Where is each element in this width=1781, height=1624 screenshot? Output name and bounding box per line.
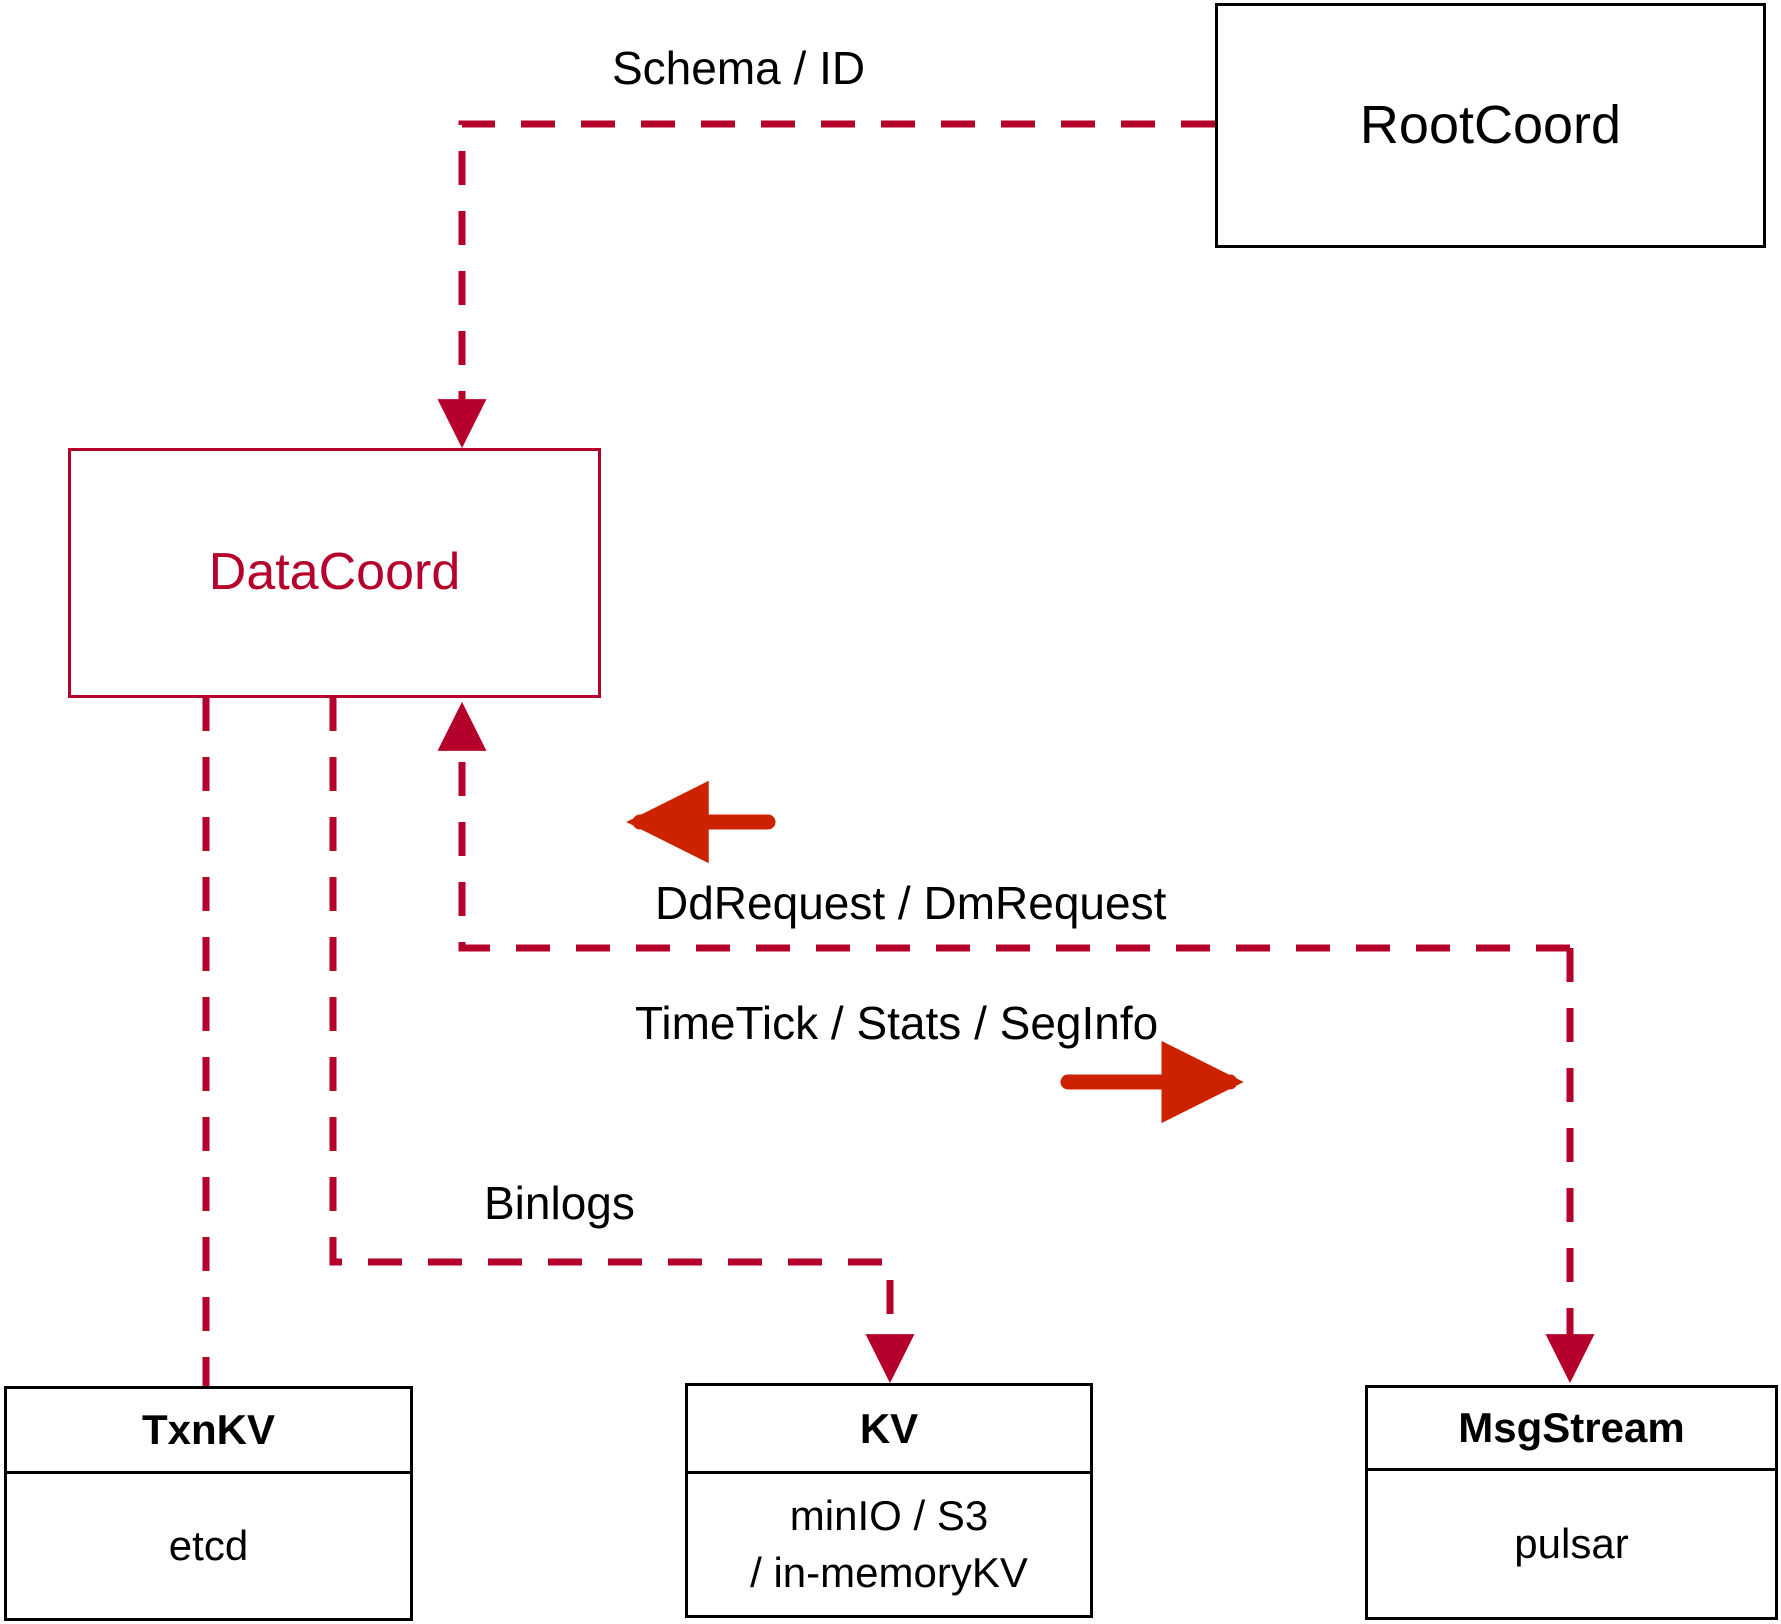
node-rootcoord-label: RootCoord (1359, 94, 1622, 155)
node-msgstream[interactable]: MsgStream pulsar (1365, 1385, 1778, 1620)
node-kv[interactable]: KV minIO / S3 / in-memoryKV (685, 1383, 1093, 1618)
edge-label-schema-id: Schema / ID (612, 42, 866, 94)
node-msgstream-header: MsgStream (1368, 1388, 1775, 1471)
node-datacoord-label: DataCoord (208, 543, 461, 602)
edge-timetick-to-datacoord (437, 701, 1570, 952)
edge-binlogs (329, 697, 915, 1384)
node-txnkv[interactable]: TxnKV etcd (4, 1386, 413, 1621)
node-kv-body: minIO / S3 / in-memoryKV (688, 1474, 1090, 1615)
edge-label-dd-dm-request: DdRequest / DmRequest (655, 877, 1167, 929)
edge-label-binlogs: Binlogs (484, 1177, 635, 1229)
node-msgstream-body: pulsar (1368, 1471, 1775, 1617)
node-msgstream-line-0: pulsar (1514, 1519, 1629, 1567)
node-txnkv-line-0: etcd (168, 1521, 249, 1569)
edge-schema-id (437, 120, 1215, 449)
node-kv-line-0: minIO / S3 (789, 1491, 989, 1539)
node-rootcoord[interactable]: RootCoord (1215, 3, 1766, 248)
node-kv-header: KV (688, 1386, 1090, 1474)
node-txnkv-body: etcd (7, 1474, 410, 1618)
node-kv-line-1: / in-memoryKV (750, 1548, 1028, 1596)
node-datacoord[interactable]: DataCoord (68, 448, 601, 698)
node-txnkv-header: TxnKV (7, 1389, 410, 1474)
edge-label-timetick-stats-seginfo: TimeTick / Stats / SegInfo (635, 997, 1159, 1049)
